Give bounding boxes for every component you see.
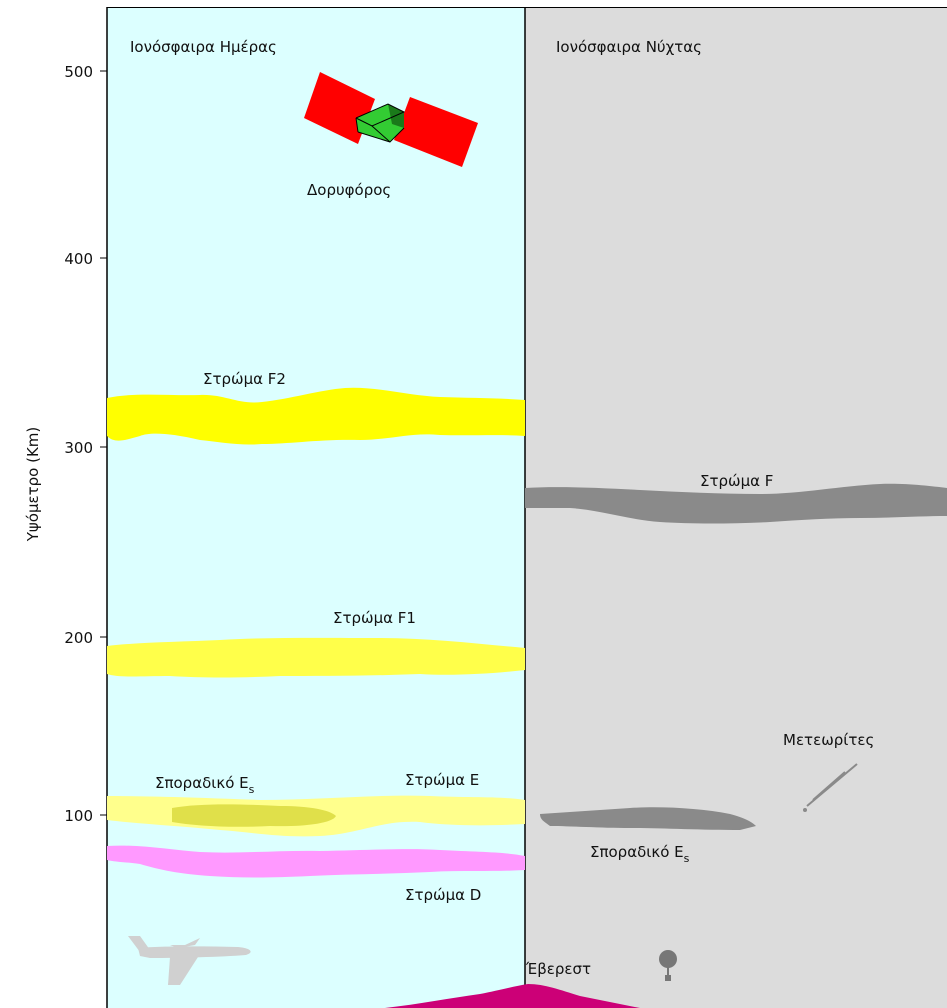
sporadic-es-day-label: Σποραδικό Es	[155, 774, 255, 796]
sporadic-es-day-band	[172, 804, 336, 827]
layer-d-band	[107, 845, 525, 878]
layer-f-night-band	[525, 483, 947, 524]
day-title: Ιονόσφαιρα Ημέρας	[130, 38, 277, 56]
meteor-icon	[803, 763, 858, 812]
y-tick-label: 400	[64, 250, 93, 268]
night-title: Ιονόσφαιρα Νύχτας	[556, 38, 702, 56]
meteors-label: Μετεωρίτες	[783, 731, 874, 749]
airplane-icon	[128, 936, 251, 985]
layer-f-night-label: Στρώμα F	[700, 472, 773, 490]
satellite-label: Δορυφόρος	[307, 181, 391, 199]
layer-f1-label: Στρώμα F1	[333, 609, 416, 627]
y-axis: 500 400 300 200 100 Υψόμετρο (Km)	[24, 63, 107, 825]
layer-d-label: Στρώμα D	[405, 886, 481, 904]
y-tick-label: 300	[64, 439, 93, 457]
everest-label: Έβερεστ	[525, 960, 591, 978]
satellite-icon	[304, 72, 478, 167]
y-tick-label: 100	[64, 807, 93, 825]
balloon-icon	[659, 950, 677, 981]
y-axis-label: Υψόμετρο (Km)	[24, 427, 42, 543]
y-tick-label: 500	[64, 63, 93, 81]
layer-e-label: Στρώμα E	[405, 771, 479, 789]
mountain-icon	[385, 984, 640, 1008]
layer-f2-band	[107, 387, 525, 445]
day-panel	[107, 7, 525, 1008]
y-tick-label: 200	[64, 629, 93, 647]
sporadic-es-night-label: Σποραδικό Es	[590, 843, 690, 865]
layer-f2-label: Στρώμα F2	[203, 370, 286, 388]
sporadic-es-night-band	[540, 807, 756, 830]
layer-f1-band	[107, 637, 525, 678]
